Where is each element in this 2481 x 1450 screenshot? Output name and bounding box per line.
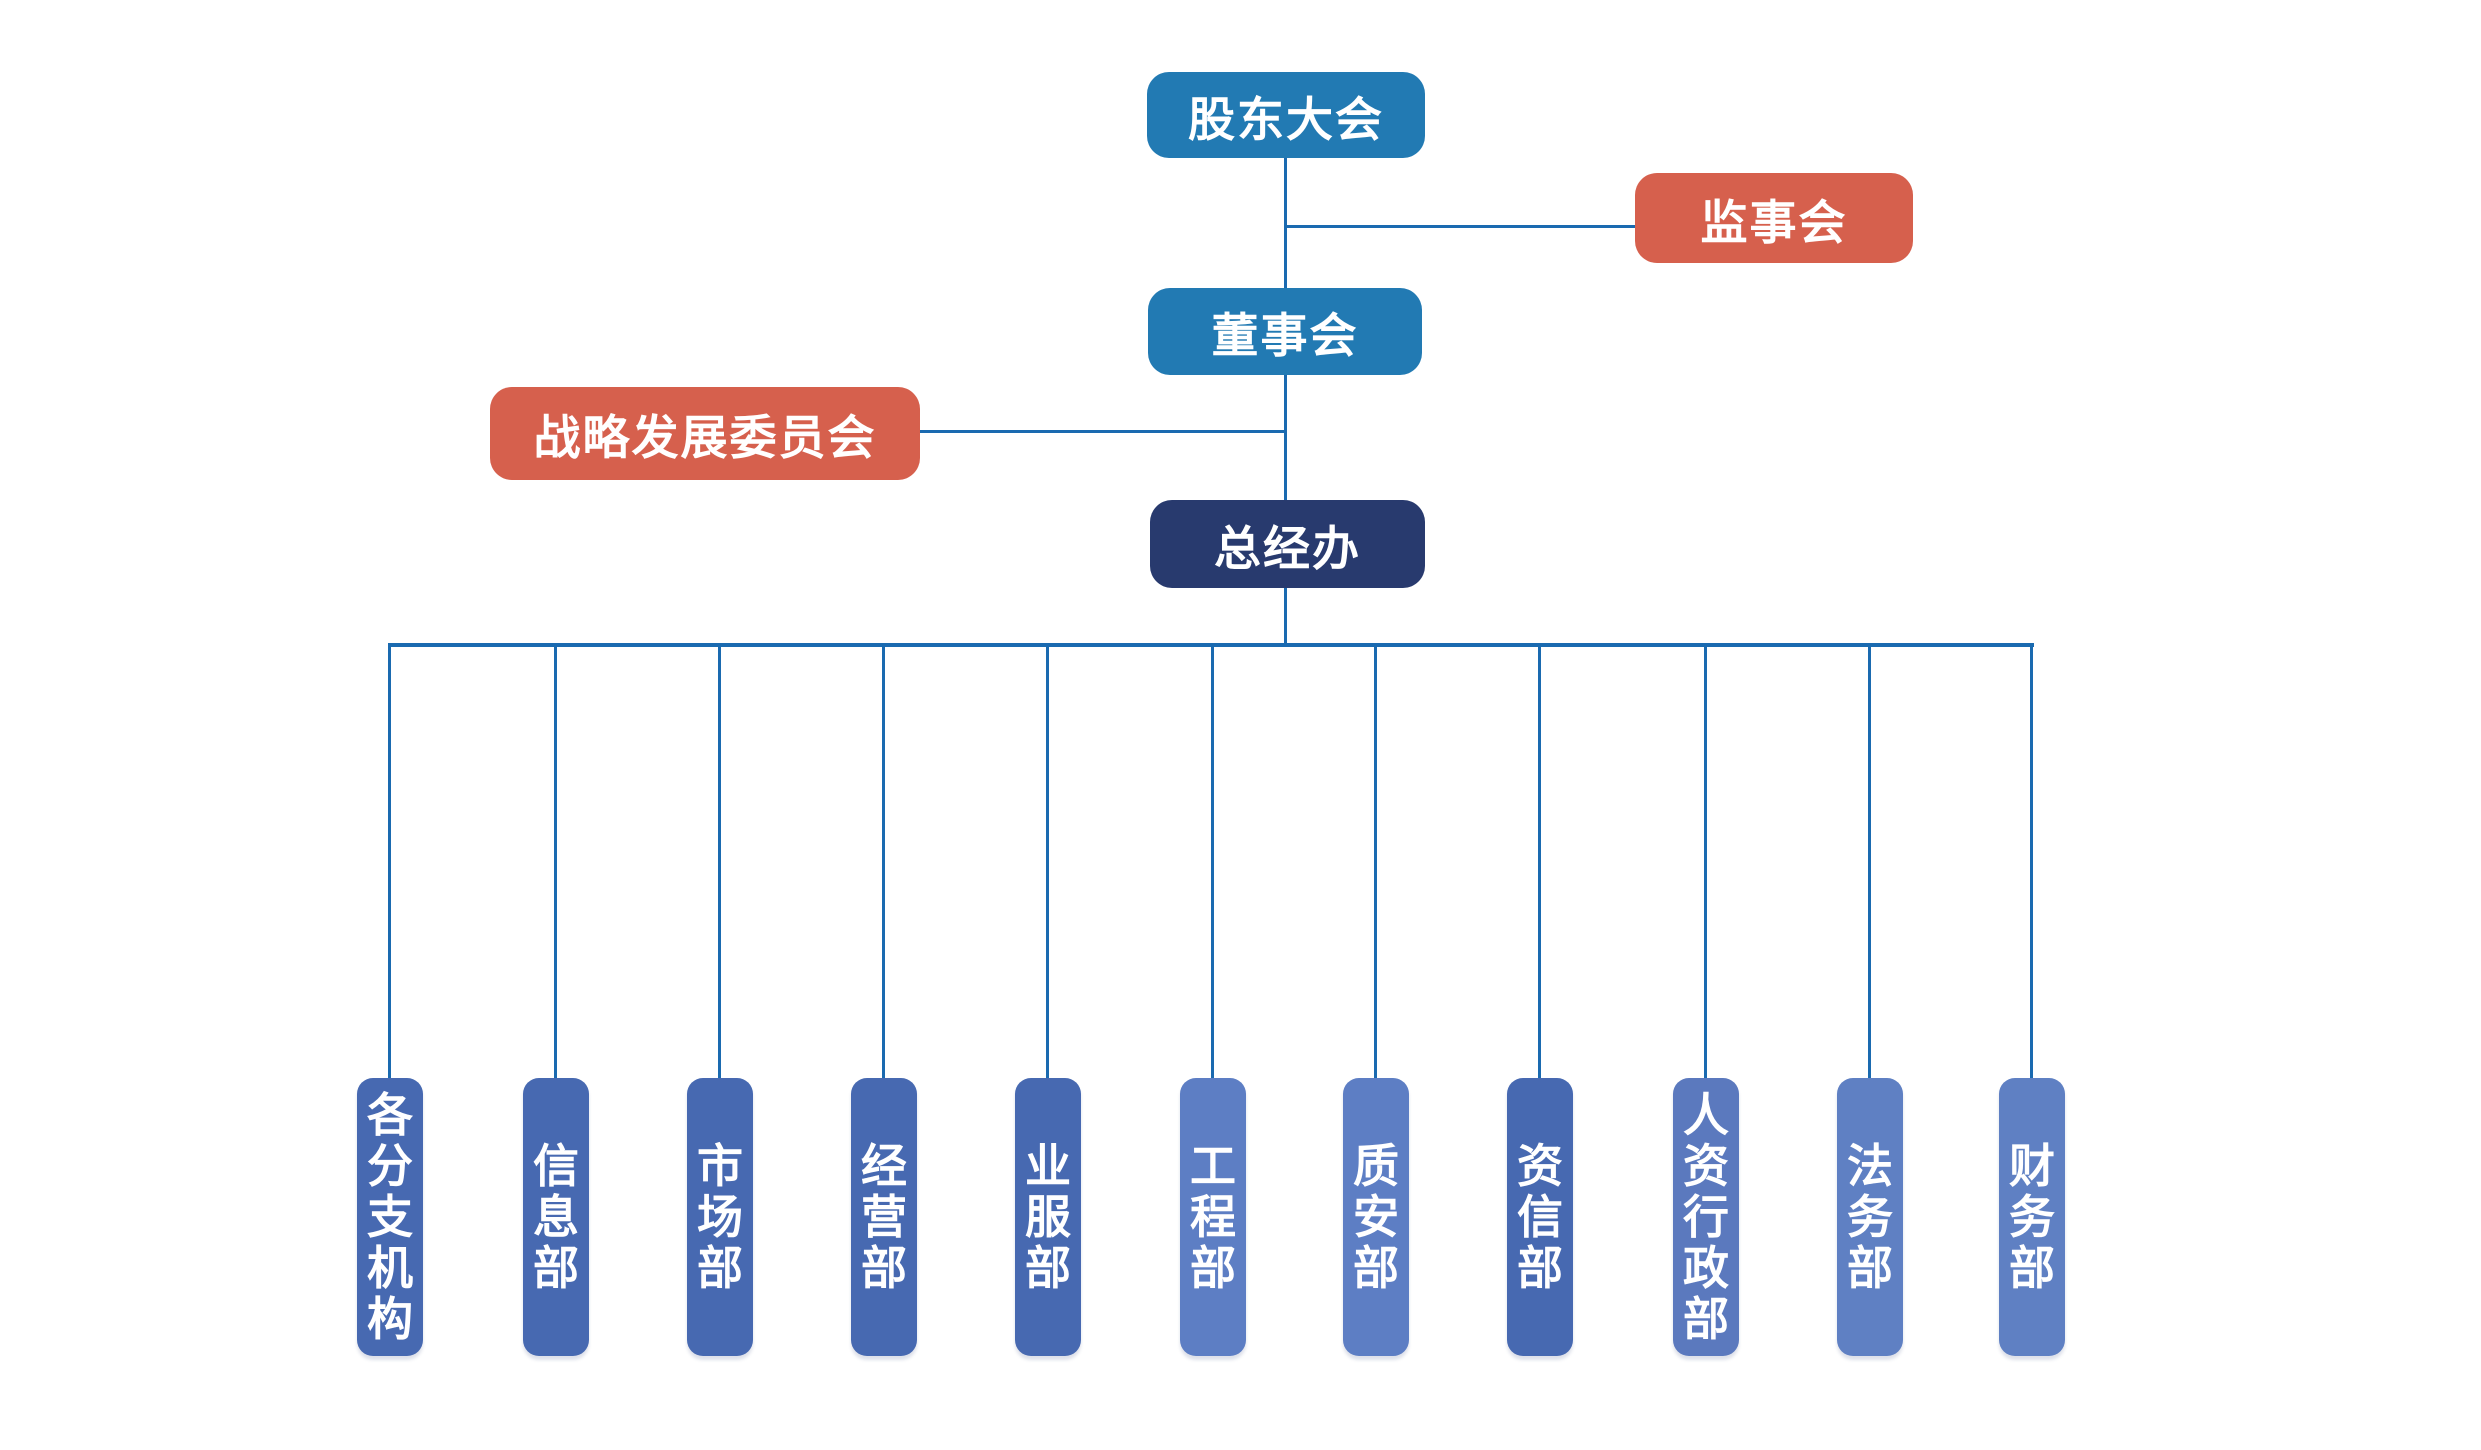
connector-drop-legal [1868, 645, 1871, 1081]
dept-label: 各分支机构 [367, 1087, 413, 1346]
connector-drop-branch-offices [388, 645, 391, 1081]
dept-label: 资信部 [1517, 1138, 1563, 1295]
connector-drop-hr-admin [1704, 645, 1707, 1081]
dept-box-finance: 财务部 [1999, 1078, 2065, 1356]
dept-box-engineering: 工程部 [1180, 1078, 1246, 1356]
node-shareholders-meeting: 股东大会 [1147, 72, 1425, 158]
connector-drop-business-svc [1046, 645, 1049, 1081]
dept-label: 工程部 [1190, 1138, 1236, 1295]
dept-label: 财务部 [2009, 1138, 2055, 1295]
dept-label: 经营部 [861, 1138, 907, 1295]
connector-to-supervisory-board [1284, 225, 1637, 228]
connector-drop-market [718, 645, 721, 1081]
dept-box-operations: 经营部 [851, 1078, 917, 1356]
dept-label: 信息部 [533, 1138, 579, 1295]
dept-label: 业服部 [1025, 1138, 1071, 1295]
connector-drop-operations [882, 645, 885, 1081]
node-board-of-directors: 董事会 [1148, 288, 1422, 375]
dept-box-branch-offices: 各分支机构 [357, 1078, 423, 1356]
dept-box-legal: 法务部 [1837, 1078, 1903, 1356]
node-general-manager-office: 总经办 [1150, 500, 1425, 588]
dept-label: 人资行政部 [1683, 1087, 1729, 1346]
dept-box-credit: 资信部 [1507, 1078, 1573, 1356]
dept-box-market: 市场部 [687, 1078, 753, 1356]
connector-drop-engineering [1211, 645, 1214, 1081]
dept-label: 质安部 [1353, 1138, 1399, 1295]
node-strategy-development-committee: 战略发展委员会 [490, 387, 920, 480]
connector-to-strategy-committee [918, 430, 1286, 433]
connector-drop-information [554, 645, 557, 1081]
dept-box-hr-admin: 人资行政部 [1673, 1078, 1739, 1356]
dept-box-quality-safety: 质安部 [1343, 1078, 1409, 1356]
node-supervisory-board: 监事会 [1635, 173, 1913, 263]
connector-drop-credit [1538, 645, 1541, 1081]
dept-label: 市场部 [697, 1138, 743, 1295]
dept-box-business-service: 业服部 [1015, 1078, 1081, 1356]
connector-drop-finance [2030, 645, 2033, 1081]
connector-drop-quality-safety [1374, 645, 1377, 1081]
dept-box-information: 信息部 [523, 1078, 589, 1356]
connector-board-to-gm-office [1284, 374, 1287, 502]
connector-shareholders-to-board [1284, 158, 1287, 290]
dept-label: 法务部 [1847, 1138, 1893, 1295]
connector-gm-office-to-bus [1284, 588, 1287, 645]
